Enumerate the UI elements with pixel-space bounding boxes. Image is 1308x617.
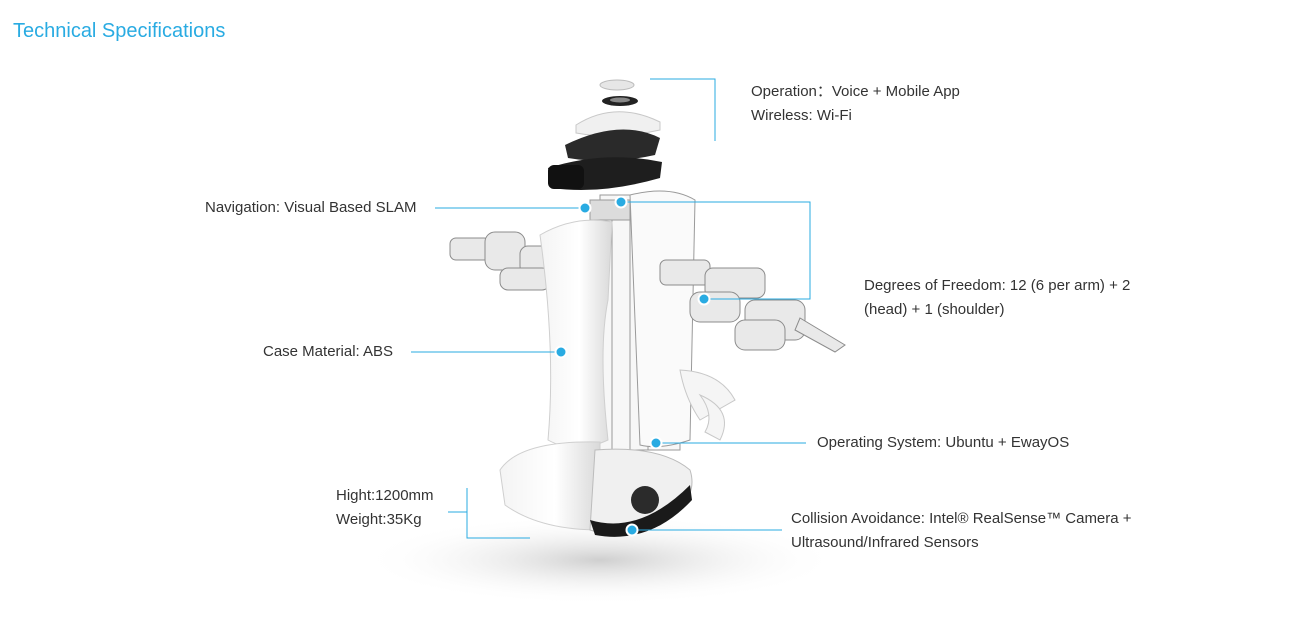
dof-callout-line <box>621 201 811 300</box>
case-material-spec: Case Material: ABS <box>263 343 394 360</box>
dof-spec-line1: Degrees of Freedom: 12 (6 per arm) + 2 <box>864 277 1131 294</box>
frame-illustration <box>589 190 696 451</box>
operation-spec: Operation：Voice + Mobile App <box>751 83 960 100</box>
callout-lines <box>411 78 811 539</box>
dof-spec-line2: (head) + 1 (shoulder) <box>864 301 1005 318</box>
side-shell-illustration <box>679 369 736 441</box>
head-parts-illustration <box>548 79 662 191</box>
callout-dots <box>554 195 711 537</box>
collision-spec-line1: Collision Avoidance: Intel® RealSense™ C… <box>791 510 1132 527</box>
right-arm-illustration <box>659 259 846 353</box>
navigation-dot <box>578 201 592 215</box>
height-spec: Hight:1200mm <box>336 487 434 504</box>
weight-spec: Weight:35Kg <box>336 511 422 528</box>
dof-arm-dot <box>697 292 711 306</box>
page-title: Technical Specifications <box>13 20 226 42</box>
dof-head-dot <box>614 195 628 209</box>
operating-system-spec: Operating System: Ubuntu + EwayOS <box>817 434 1070 451</box>
collision-spec-line2: Ultrasound/Infrared Sensors <box>791 534 979 551</box>
operation-callout-line <box>650 78 716 141</box>
base-illustration <box>499 441 693 537</box>
wireless-spec: Wireless: Wi-Fi <box>751 107 852 124</box>
case-dot <box>554 345 568 359</box>
navigation-spec: Navigation: Visual Based SLAM <box>205 199 417 216</box>
front-shell-illustration <box>539 219 613 448</box>
collision-dot <box>625 523 639 537</box>
os-dot <box>649 436 663 450</box>
